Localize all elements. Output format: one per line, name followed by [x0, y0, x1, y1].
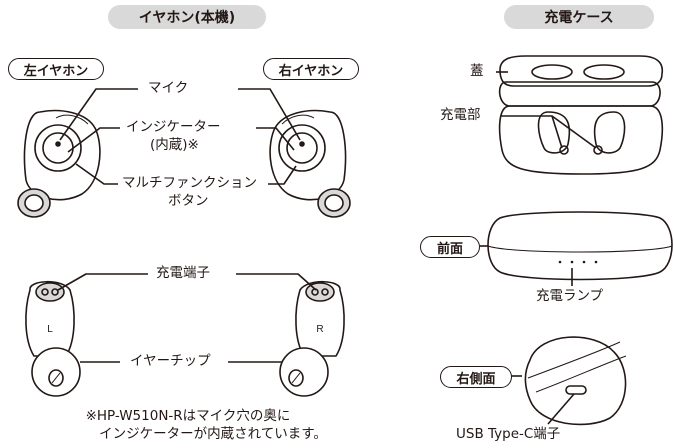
right-bud-mark: R — [316, 324, 323, 335]
right-earbud-inner-illustration — [279, 280, 345, 397]
charge-lamp-label: 充電ランプ — [536, 288, 604, 304]
charge-terminal-label: 充電端子 — [156, 265, 210, 281]
ear-tip-label: イヤーチップ — [130, 353, 211, 369]
right-earbud-illustration — [269, 109, 351, 218]
front-tag: 前面 — [420, 236, 480, 258]
button-label: ボタン — [168, 193, 209, 209]
indicator-label: インジケーター — [126, 119, 221, 135]
right-earphone-tag: 右イヤホン — [263, 58, 359, 80]
charge-lamp-dots — [558, 260, 598, 264]
left-earphone-tag: 左イヤホン — [8, 58, 104, 80]
indicator-note-label: (内蔵)※ — [150, 137, 199, 153]
lid-label: 蓋 — [470, 63, 484, 79]
earphones-section-header: イヤホン(本機) — [108, 5, 266, 29]
charge-part-label: 充電部 — [440, 107, 481, 123]
footnote-line-1: ※HP-W510N-Rはマイク穴の奥に — [85, 408, 291, 424]
mic-label: マイク — [148, 80, 189, 96]
case-section-header: 充電ケース — [504, 5, 654, 29]
left-earbud-illustration — [17, 109, 101, 218]
usb-port-label: USB Type-C端子 — [456, 426, 561, 442]
footnote-line-2: インジケーターが内蔵されています。 — [99, 426, 327, 442]
left-earbud-inner-illustration — [25, 280, 81, 397]
closed-case-front-illustration — [487, 211, 673, 281]
right-side-tag: 右側面 — [440, 366, 512, 388]
open-case-illustration — [498, 55, 664, 175]
case-right-side-illustration — [524, 336, 627, 426]
multifunction-label: マルチファンクション — [122, 175, 257, 191]
left-bud-mark: L — [47, 324, 53, 335]
